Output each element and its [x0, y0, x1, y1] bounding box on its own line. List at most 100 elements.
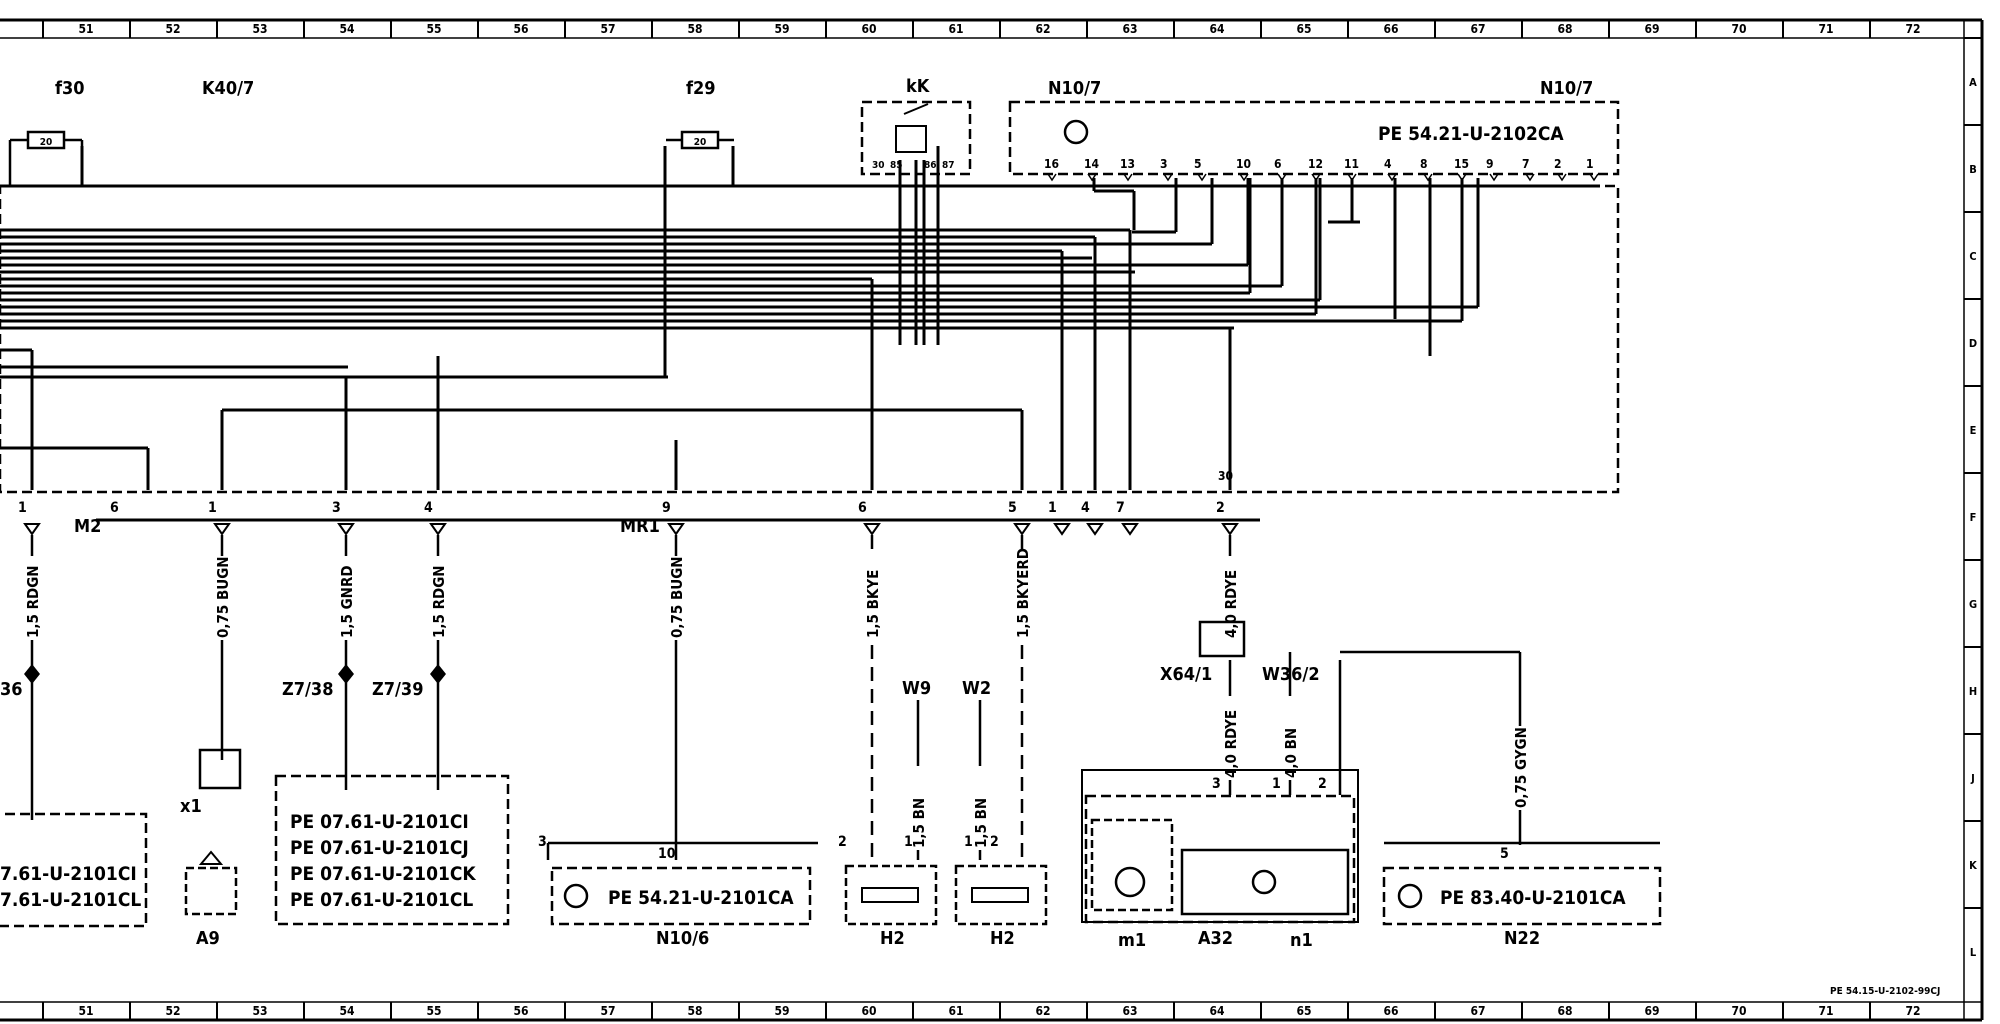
column-number: 59	[774, 22, 789, 36]
connector-pin: 15	[1454, 157, 1469, 171]
svg-text:PE 07.61-U-2101CL: PE 07.61-U-2101CL	[290, 889, 473, 911]
svg-text:2: 2	[990, 834, 999, 850]
svg-text:W2: W2	[962, 678, 991, 699]
svg-text:2: 2	[838, 834, 847, 850]
svg-text:N10/7: N10/7	[1540, 78, 1593, 99]
fuse-f30: f30 20	[8, 78, 85, 186]
harness-wires	[0, 146, 1600, 490]
column-number: 51	[78, 22, 93, 36]
row-letter: C	[1969, 250, 1976, 263]
column-number: 53	[252, 22, 267, 36]
column-number: 69	[1644, 1004, 1659, 1018]
column-number: 69	[1644, 22, 1659, 36]
module-icon	[1063, 119, 1089, 145]
component-h2-right: 1 2 H2	[954, 834, 1048, 949]
column-number: 71	[1818, 1004, 1833, 1018]
wire-label: 1,5 RDGN	[430, 565, 448, 638]
svg-text:87: 87	[942, 160, 955, 171]
svg-text:PE 07.61-U-2101CJ: PE 07.61-U-2101CJ	[290, 837, 469, 859]
column-number: 55	[426, 22, 441, 36]
wire-label: 0,75 BUGN	[668, 556, 686, 638]
connector-pin: 16	[1044, 157, 1059, 171]
column-number: 63	[1122, 1004, 1137, 1018]
n10-7-module: N10/7 N10/7 PE 54.21-U-2102CA	[1008, 78, 1620, 176]
svg-text:30: 30	[872, 160, 885, 171]
k40-7-label: K40/7	[202, 78, 254, 99]
column-number: 68	[1557, 1004, 1572, 1018]
connector-pin: 4	[1384, 157, 1392, 171]
column-number: 53	[252, 1004, 267, 1018]
column-number: 70	[1731, 22, 1746, 36]
rail-pin: 3	[332, 500, 341, 516]
svg-text:H2: H2	[990, 928, 1015, 949]
rail-pin: 4	[424, 500, 433, 516]
column-number: 57	[600, 22, 615, 36]
rail-pin: 2	[1216, 500, 1225, 516]
connector-x64-1: X64/1 W36/2	[1160, 620, 1320, 685]
svg-text:20: 20	[40, 137, 53, 148]
column-number: 72	[1905, 22, 1920, 36]
module-icon	[1397, 883, 1423, 909]
wire-label: 4,0 BN	[1282, 728, 1300, 778]
row-letter: K	[1969, 859, 1977, 872]
svg-text:n1: n1	[1290, 930, 1313, 951]
svg-text:7.61-U-2101CL: 7.61-U-2101CL	[0, 889, 141, 911]
rail-pin: 1	[1048, 500, 1057, 516]
svg-text:36: 36	[0, 679, 23, 700]
bottom-rail: M2 6 MR1	[74, 500, 1260, 537]
n10-7-ref: PE 54.21-U-2102CA	[1378, 123, 1564, 145]
wire-label: 4,0 RDYE	[1222, 570, 1240, 638]
connector-pin: 14	[1084, 157, 1100, 171]
column-number: 65	[1296, 1004, 1311, 1018]
svg-text:1: 1	[1272, 776, 1281, 792]
svg-text:5: 5	[1500, 846, 1509, 862]
row-letter: D	[1969, 337, 1977, 350]
column-number: 58	[687, 22, 702, 36]
module-icon	[563, 883, 589, 909]
row-letter: F	[1970, 511, 1977, 524]
column-number: 52	[165, 22, 180, 36]
component-a32: 3 1 2 m1 A32 n1	[1081, 769, 1359, 951]
column-number: 54	[339, 1004, 355, 1018]
svg-text:PE 54.21-U-2101CA: PE 54.21-U-2101CA	[608, 887, 794, 909]
rail-pin: 5	[1008, 500, 1017, 516]
ref-box-z7: PE 07.61-U-2101CI PE 07.61-U-2101CJ PE 0…	[274, 774, 510, 926]
svg-text:6: 6	[110, 500, 119, 516]
row-letter: L	[1970, 946, 1977, 959]
wire-label: 1,5 BN	[910, 798, 928, 848]
wire-label: 4,0 RDYE	[1222, 710, 1240, 778]
rail-pin: 7	[1116, 500, 1125, 516]
connector-pin: 8	[1420, 157, 1428, 171]
frame	[0, 18, 1984, 1022]
f29-label: f29	[686, 78, 716, 99]
column-number: 63	[1122, 22, 1137, 36]
component-n10-6: 3 10 PE 54.21-U-2101CA N10/6	[538, 834, 818, 949]
column-number: 54	[339, 22, 355, 36]
column-number: 57	[600, 1004, 615, 1018]
connector-pin: 3	[1160, 157, 1168, 171]
svg-text:MR1: MR1	[620, 516, 660, 537]
svg-text:W36/2: W36/2	[1262, 664, 1320, 685]
svg-text:A9: A9	[196, 928, 220, 949]
column-number: 55	[426, 1004, 441, 1018]
column-number: 61	[948, 22, 963, 36]
connector-pin: 10	[1236, 157, 1251, 171]
svg-text:N10/7: N10/7	[1048, 78, 1101, 99]
svg-text:H2: H2	[880, 928, 905, 949]
column-number: 62	[1035, 1004, 1050, 1018]
connector-pin: 13	[1120, 157, 1135, 171]
column-number: 66	[1383, 1004, 1398, 1018]
connector-pin: 7	[1522, 157, 1530, 171]
row-letter: E	[1970, 424, 1977, 437]
wire-label: 1,5 BN	[972, 798, 990, 848]
wire-label: 1,5 BKYERD	[1014, 548, 1032, 638]
column-number: 67	[1470, 1004, 1485, 1018]
svg-text:Z7/39: Z7/39	[372, 679, 423, 700]
column-number: 66	[1383, 22, 1398, 36]
column-number: 65	[1296, 22, 1311, 36]
svg-text:7.61-U-2101CI: 7.61-U-2101CI	[0, 863, 137, 885]
row-letter: B	[1969, 163, 1977, 176]
svg-text:PE 07.61-U-2101CK: PE 07.61-U-2101CK	[290, 863, 476, 885]
